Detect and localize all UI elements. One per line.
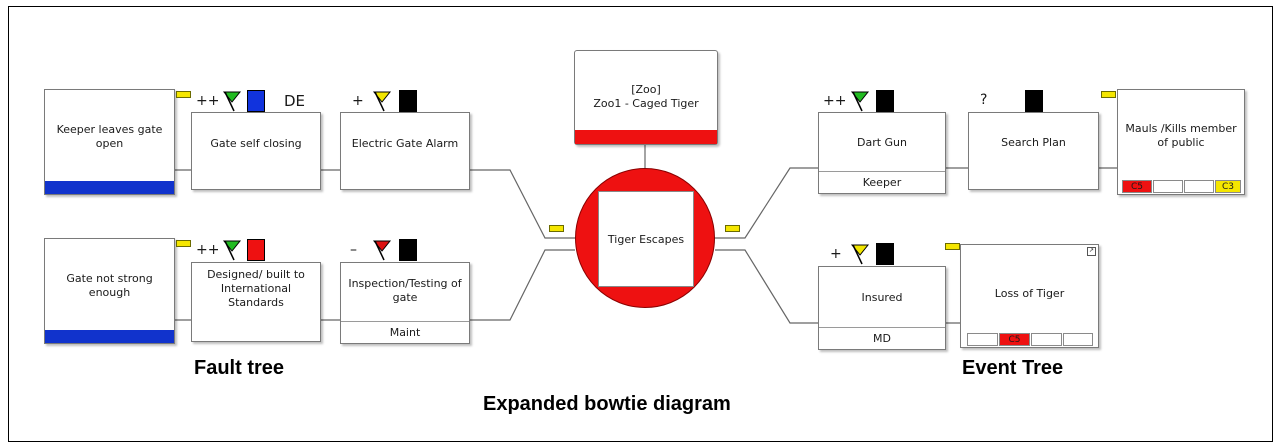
top-event[interactable]: Tiger Escapes bbox=[575, 168, 715, 308]
barrier-label: Designed/ built to International Standar… bbox=[207, 268, 305, 309]
risk-cell bbox=[1063, 333, 1093, 346]
consequence-path-upper bbox=[715, 167, 1118, 239]
risk-cell bbox=[1184, 180, 1214, 193]
effectiveness-square bbox=[247, 90, 265, 112]
barrier-box[interactable]: Insured MD bbox=[818, 266, 946, 350]
risk-cell: C5 bbox=[1122, 180, 1152, 193]
barrier-box[interactable]: Search Plan bbox=[968, 112, 1099, 190]
top-event-left-tab[interactable] bbox=[549, 225, 564, 232]
expand-icon[interactable]: ↗ bbox=[1087, 247, 1096, 256]
barrier-label: Insured bbox=[861, 291, 903, 304]
hazard-box[interactable]: [Zoo] Zoo1 - Caged Tiger bbox=[574, 50, 718, 145]
effectiveness-square bbox=[399, 239, 417, 261]
barrier-owner: MD bbox=[819, 327, 945, 349]
yellow-flag-icon bbox=[850, 244, 870, 265]
effectiveness-square bbox=[876, 243, 894, 265]
consequence-box[interactable]: Mauls /Kills member of public C5 C3 bbox=[1117, 89, 1245, 195]
risk-matrix-cells: C5 C3 bbox=[1118, 180, 1244, 194]
barrier-label: Gate self closing bbox=[210, 137, 302, 150]
risk-cell bbox=[967, 333, 998, 346]
threat-label: Gate not strong enough bbox=[66, 272, 153, 299]
diagram-frame bbox=[8, 6, 1273, 442]
barrier-tag: DE bbox=[284, 92, 306, 110]
barrier-box[interactable]: Designed/ built to International Standar… bbox=[191, 262, 321, 342]
barrier-rating: + bbox=[352, 93, 364, 109]
risk-cell: C5 bbox=[999, 333, 1030, 346]
barrier-owner: Keeper bbox=[819, 171, 945, 193]
green-flag-icon bbox=[222, 240, 242, 261]
barrier-box[interactable]: Gate self closing bbox=[191, 112, 321, 190]
consequence-label: Mauls /Kills member of public bbox=[1125, 122, 1237, 149]
barrier-rating: + bbox=[830, 246, 842, 262]
barrier-rating: – bbox=[350, 242, 357, 258]
barrier-rating: ++ bbox=[196, 242, 220, 258]
barrier-box[interactable]: Dart Gun Keeper bbox=[818, 112, 946, 194]
barrier-box[interactable]: Electric Gate Alarm bbox=[340, 112, 470, 190]
hazard-category: [Zoo] bbox=[631, 83, 661, 96]
fault-tree-label: Fault tree bbox=[194, 357, 285, 379]
green-flag-icon bbox=[222, 91, 242, 112]
barrier-box[interactable]: Inspection/Testing of gate Maint bbox=[340, 262, 470, 344]
barrier-label: Dart Gun bbox=[856, 136, 907, 149]
effectiveness-square bbox=[247, 239, 265, 261]
effectiveness-square bbox=[876, 90, 894, 112]
risk-cell: C3 bbox=[1215, 180, 1241, 193]
top-event-right-tab[interactable] bbox=[725, 225, 740, 232]
threat-tab[interactable] bbox=[176, 91, 191, 98]
top-event-label: Tiger Escapes bbox=[598, 191, 694, 287]
diagram-title: Expanded bowtie diagram bbox=[483, 393, 731, 415]
barrier-label: Electric Gate Alarm bbox=[351, 137, 459, 150]
threat-label: Keeper leaves gate open bbox=[56, 123, 163, 150]
threat-bar bbox=[45, 181, 174, 194]
consequence-box[interactable]: ↗ Loss of Tiger C5 bbox=[960, 244, 1099, 348]
green-flag-icon bbox=[850, 91, 870, 112]
threat-box[interactable]: Keeper leaves gate open bbox=[44, 89, 175, 195]
consequence-tab[interactable] bbox=[1101, 91, 1116, 98]
effectiveness-square bbox=[1025, 90, 1043, 112]
risk-matrix-cells: C5 bbox=[961, 333, 1098, 347]
risk-cell bbox=[1031, 333, 1062, 346]
hazard-name: Zoo1 - Caged Tiger bbox=[593, 97, 699, 110]
red-flag-icon bbox=[372, 240, 392, 261]
threat-bar bbox=[45, 330, 174, 343]
yellow-flag-icon bbox=[372, 91, 392, 112]
barrier-label: Search Plan bbox=[1001, 136, 1066, 149]
threat-tab[interactable] bbox=[176, 240, 191, 247]
event-tree-label: Event Tree bbox=[962, 357, 1064, 379]
barrier-rating: ? bbox=[980, 92, 988, 108]
barrier-rating: ++ bbox=[196, 93, 220, 109]
consequence-label: Loss of Tiger bbox=[994, 287, 1065, 300]
risk-cell bbox=[1153, 180, 1183, 193]
barrier-owner: Maint bbox=[341, 321, 469, 343]
consequence-tab[interactable] bbox=[945, 243, 960, 250]
barrier-label: Inspection/Testing of gate bbox=[348, 277, 462, 304]
hazard-bar bbox=[575, 130, 717, 144]
barrier-rating: ++ bbox=[823, 93, 847, 109]
effectiveness-square bbox=[399, 90, 417, 112]
threat-box[interactable]: Gate not strong enough bbox=[44, 238, 175, 344]
